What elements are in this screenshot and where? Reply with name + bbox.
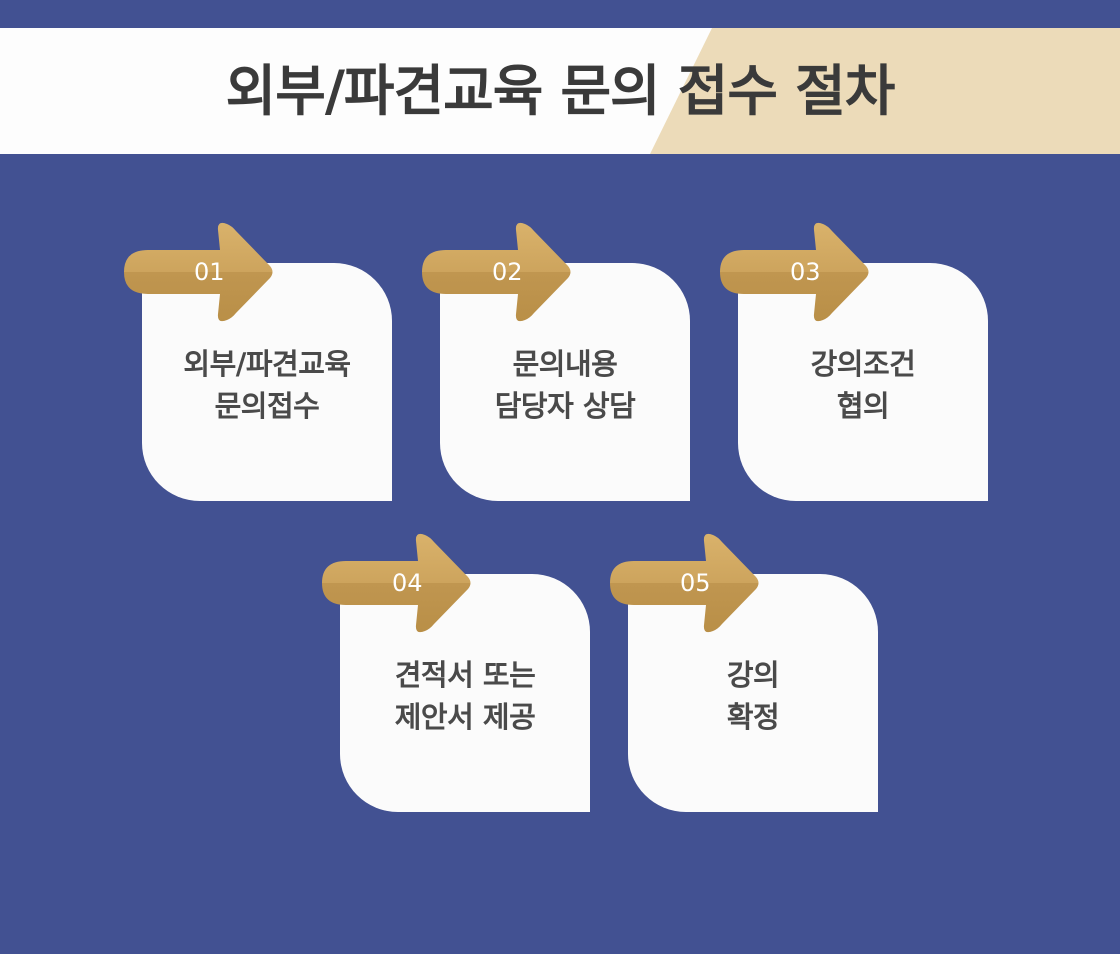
step-label-line1: 견적서 또는: [394, 658, 536, 692]
step-label-line1: 문의내용: [512, 347, 618, 381]
arrow-right-icon: [124, 222, 273, 322]
step-arrow-3: 03: [720, 220, 870, 324]
step-label-line2: 협의: [836, 389, 890, 423]
arrow-right-icon: [720, 222, 869, 322]
step-number: 04: [392, 569, 423, 597]
step-card-1: 외부/파견교육 문의접수: [142, 263, 392, 501]
step-number: 02: [492, 258, 523, 286]
step-label-line2: 문의접수: [214, 389, 320, 423]
step-label-line2: 확정: [726, 700, 780, 734]
step-card-5: 강의 확정: [628, 574, 878, 812]
arrow-right-icon: [610, 533, 759, 633]
step-card-3: 강의조건 협의: [738, 263, 988, 501]
arrow-right-icon: [322, 533, 471, 633]
step-card-2: 문의내용 담당자 상담: [440, 263, 690, 501]
step-label-line1: 강의: [726, 658, 780, 692]
step-number: 05: [680, 569, 711, 597]
step-arrow-5: 05: [610, 531, 760, 635]
step-label-line2: 제안서 제공: [394, 700, 536, 734]
step-label-line1: 외부/파견교육: [183, 347, 351, 381]
step-number: 01: [194, 258, 225, 286]
arrow-right-icon: [422, 222, 571, 322]
title-accent-shape: [650, 28, 1120, 154]
page-title: 외부/파견교육 문의 접수 절차: [225, 59, 896, 123]
step-label-line1: 강의조건: [810, 347, 916, 381]
step-arrow-2: 02: [422, 220, 572, 324]
step-arrow-1: 01: [124, 220, 274, 324]
title-band: 외부/파견교육 문의 접수 절차: [0, 28, 1120, 154]
step-number: 03: [790, 258, 821, 286]
step-arrow-4: 04: [322, 531, 472, 635]
step-card-4: 견적서 또는 제안서 제공: [340, 574, 590, 812]
step-label-line2: 담당자 상담: [494, 389, 636, 423]
